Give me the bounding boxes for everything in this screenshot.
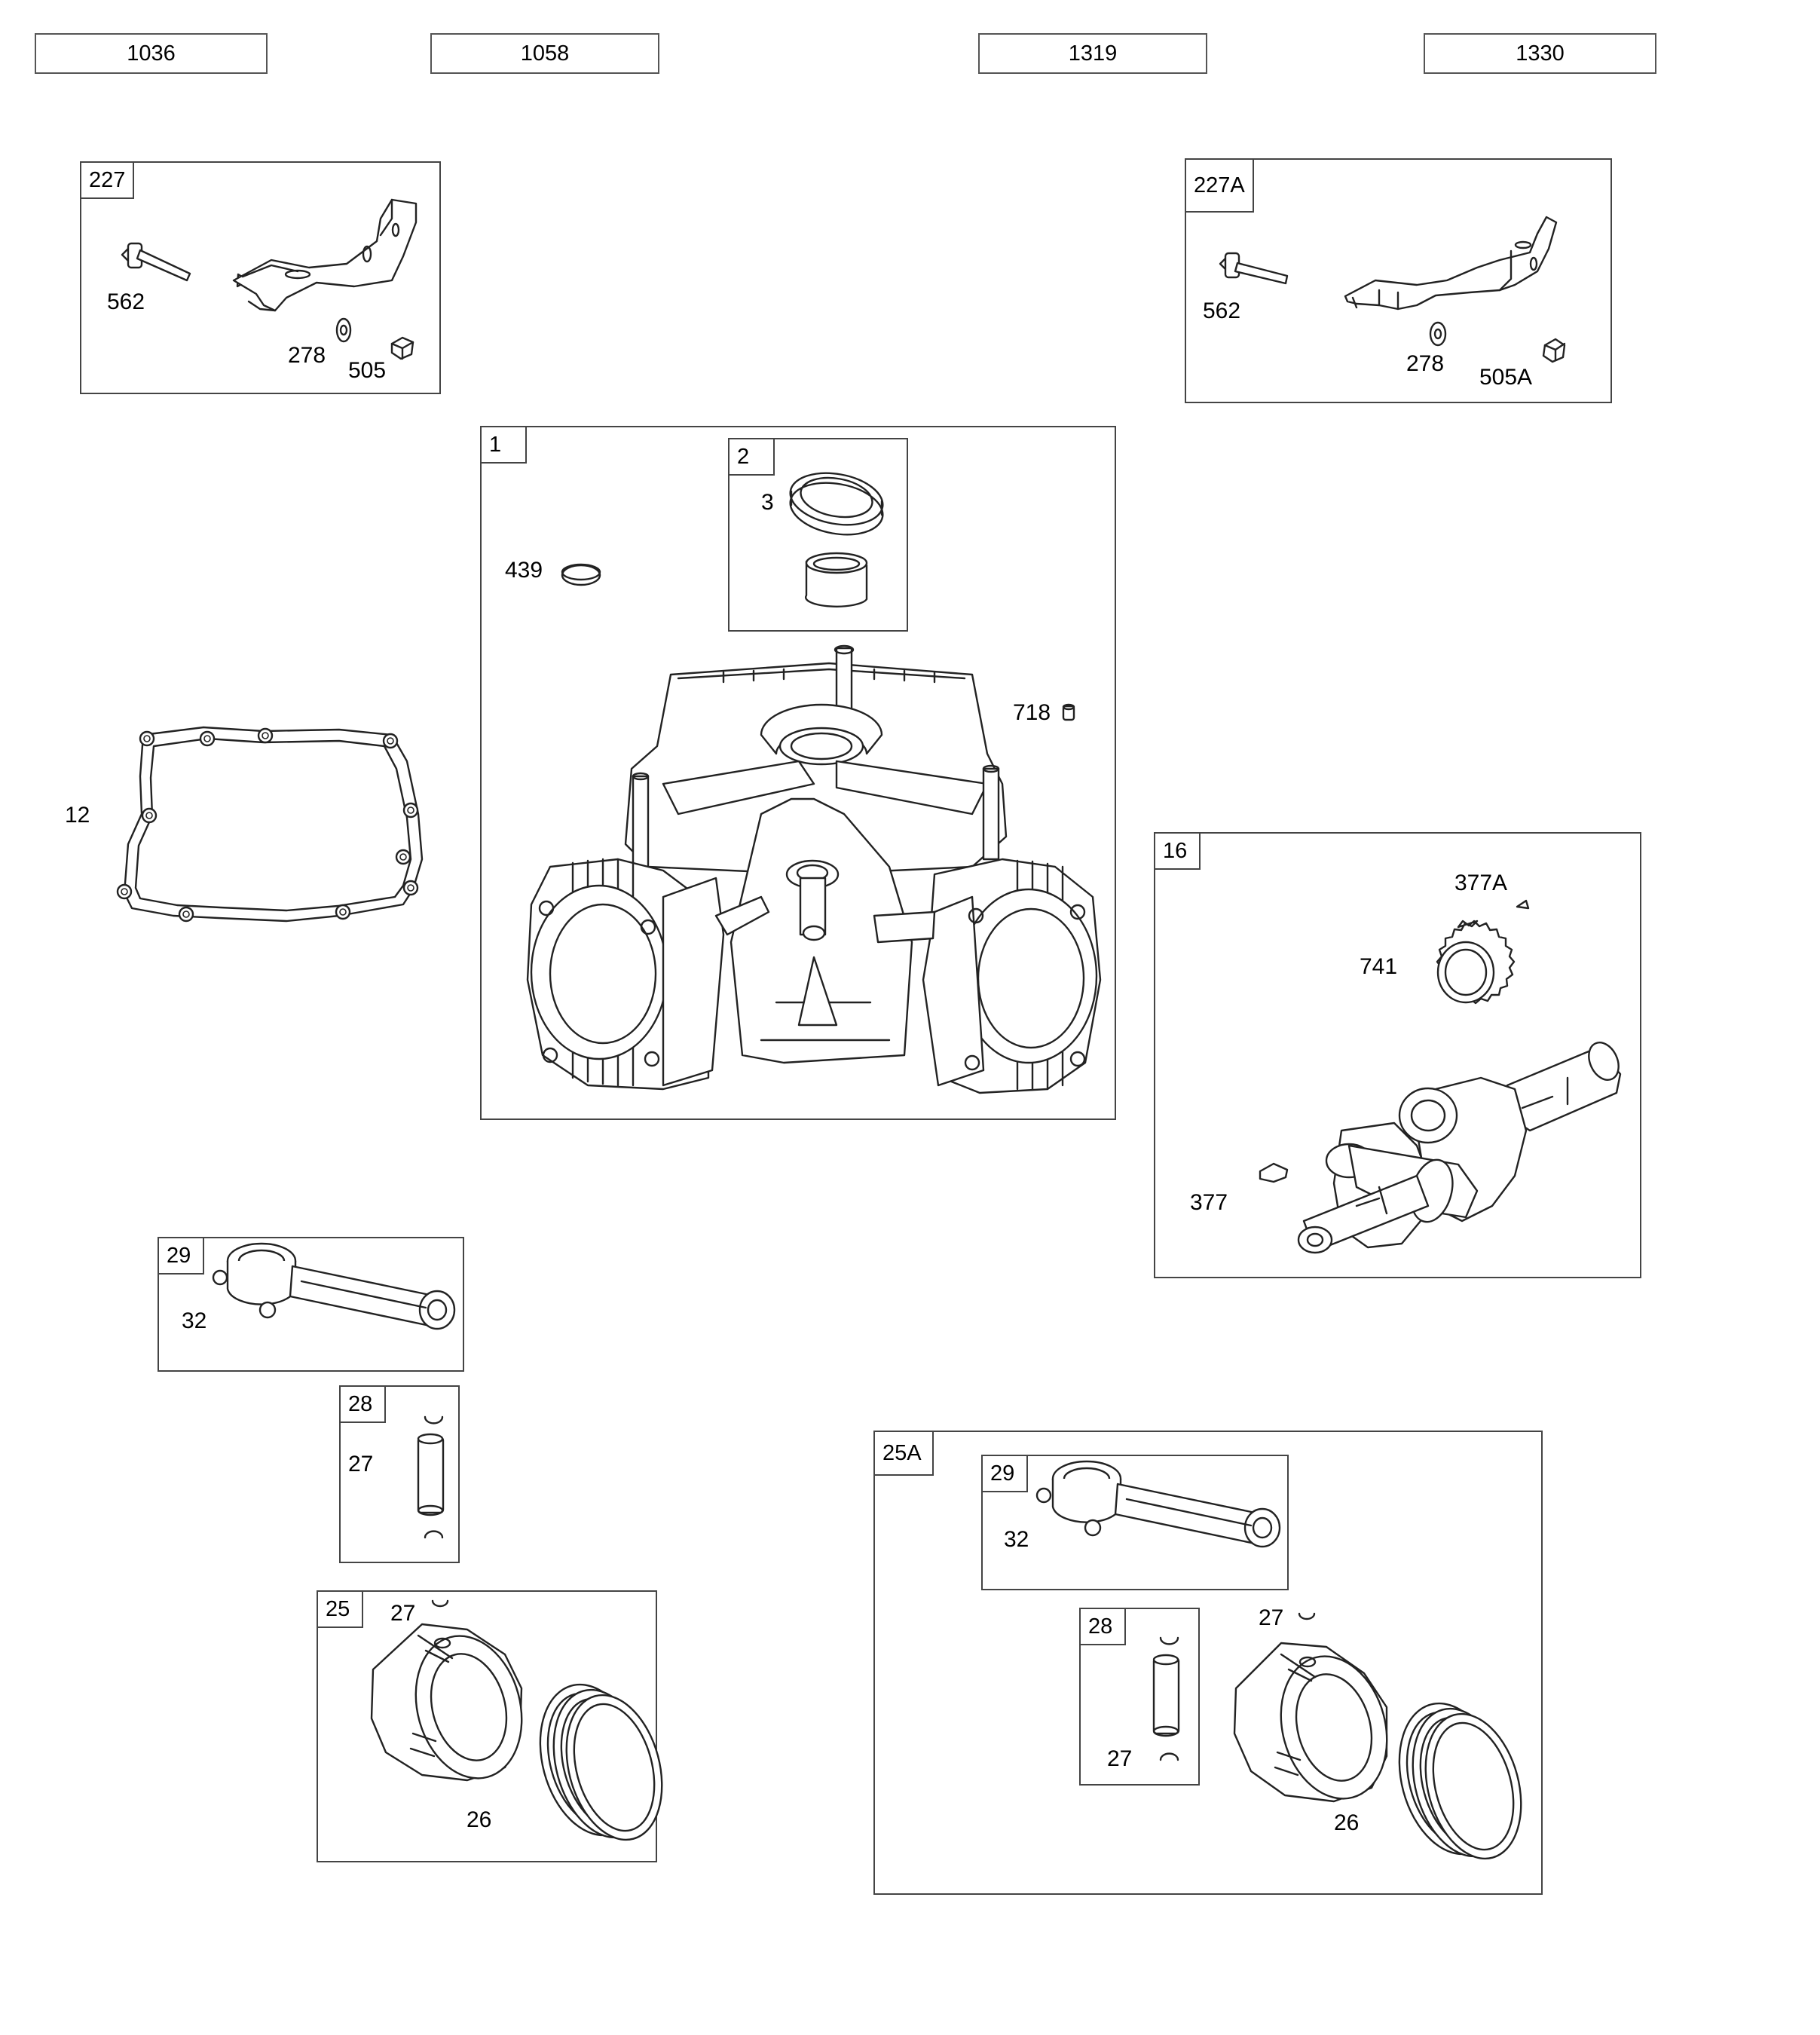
group-29-tag: 29 xyxy=(159,1238,204,1275)
group-28b-tag: 28 xyxy=(1081,1609,1126,1645)
callout-505a: 505A xyxy=(1479,365,1533,390)
callout-377: 377 xyxy=(1190,1190,1228,1215)
group-227-box: 227 xyxy=(80,161,441,394)
crankshaft-drawing xyxy=(1297,1042,1622,1254)
clip-drawing xyxy=(1298,1612,1316,1620)
key-377-drawing xyxy=(1259,1162,1289,1183)
header-ref-1058: 1058 xyxy=(430,33,659,74)
callout-3: 3 xyxy=(761,490,774,515)
header-ref-1330: 1330 xyxy=(1424,33,1656,74)
callout-12: 12 xyxy=(65,803,90,828)
group-25-box: 25 xyxy=(317,1590,657,1862)
group-16-tag: 16 xyxy=(1155,834,1201,870)
callout-718: 718 xyxy=(1013,700,1051,725)
group-2-box: 2 xyxy=(728,438,908,632)
bearing-sleeve-drawing xyxy=(804,552,868,607)
callout-32: 32 xyxy=(182,1308,207,1333)
callout-27: 27 xyxy=(348,1452,374,1477)
dowel-718-drawing xyxy=(1062,703,1075,721)
callout-562: 562 xyxy=(107,289,145,314)
group-28-box: 28 xyxy=(339,1385,460,1563)
clip-drawing xyxy=(424,1415,444,1539)
governor-lever-drawing xyxy=(1344,216,1558,311)
group-16-box: 16 xyxy=(1154,832,1641,1278)
group-28-tag: 28 xyxy=(341,1387,386,1423)
group-227-tag: 227 xyxy=(81,163,135,199)
callout-562: 562 xyxy=(1203,298,1241,323)
callout-26: 26 xyxy=(1334,1810,1360,1835)
oil-seal-3-drawing xyxy=(789,472,884,536)
key-377a-drawing xyxy=(1516,899,1530,910)
header-ref-1319: 1319 xyxy=(978,33,1207,74)
group-28b-box: 28 xyxy=(1079,1608,1200,1786)
header-ref-1036: 1036 xyxy=(35,33,268,74)
connecting-rod-drawing xyxy=(1035,1460,1281,1548)
group-1-tag: 1 xyxy=(482,427,527,464)
wrist-pin-27-drawing xyxy=(417,1433,445,1516)
nut-505a-drawing xyxy=(1542,338,1566,363)
seal-439-drawing xyxy=(561,563,601,586)
callout-27: 27 xyxy=(1259,1605,1284,1630)
group-29b-box: 29 xyxy=(981,1455,1289,1590)
callout-27: 27 xyxy=(390,1601,416,1626)
callout-27: 27 xyxy=(1107,1746,1133,1771)
group-25-tag: 25 xyxy=(318,1592,363,1628)
washer-278-drawing xyxy=(1429,321,1447,347)
group-29-box: 29 xyxy=(158,1237,464,1372)
piston-drawing xyxy=(1233,1642,1388,1803)
callout-26: 26 xyxy=(466,1807,492,1832)
group-2-tag: 2 xyxy=(730,439,775,476)
bolt-562-drawing xyxy=(1219,252,1289,285)
piston-rings-26-drawing xyxy=(539,1683,663,1841)
piston-rings-26-drawing xyxy=(1398,1702,1522,1860)
nut-505-drawing xyxy=(390,336,414,360)
group-25a-box: 25A xyxy=(873,1431,1543,1895)
governor-lever-drawing xyxy=(232,198,418,312)
callout-32: 32 xyxy=(1004,1527,1029,1552)
callout-377a: 377A xyxy=(1454,871,1508,895)
clip-drawing xyxy=(1159,1636,1179,1761)
clip-drawing xyxy=(431,1599,449,1608)
piston-drawing xyxy=(370,1623,523,1782)
group-227a-box: 227A xyxy=(1185,158,1612,403)
callout-505: 505 xyxy=(348,358,387,383)
group-29b-tag: 29 xyxy=(983,1456,1028,1492)
gasket-12-drawing xyxy=(116,726,424,923)
cylinder-block-drawing xyxy=(526,644,1102,1094)
group-227a-tag: 227A xyxy=(1186,160,1254,213)
bolt-562-drawing xyxy=(121,242,191,282)
callout-439: 439 xyxy=(505,558,543,583)
callout-278: 278 xyxy=(288,343,326,368)
gear-741-drawing xyxy=(1436,920,1516,1005)
callout-741: 741 xyxy=(1360,954,1398,979)
connecting-rod-drawing xyxy=(212,1242,456,1330)
group-1-box: 1 xyxy=(480,426,1116,1120)
washer-278-drawing xyxy=(335,317,352,343)
callout-278: 278 xyxy=(1406,351,1445,376)
wrist-pin-27-drawing xyxy=(1152,1654,1180,1737)
group-25a-tag: 25A xyxy=(875,1432,934,1476)
